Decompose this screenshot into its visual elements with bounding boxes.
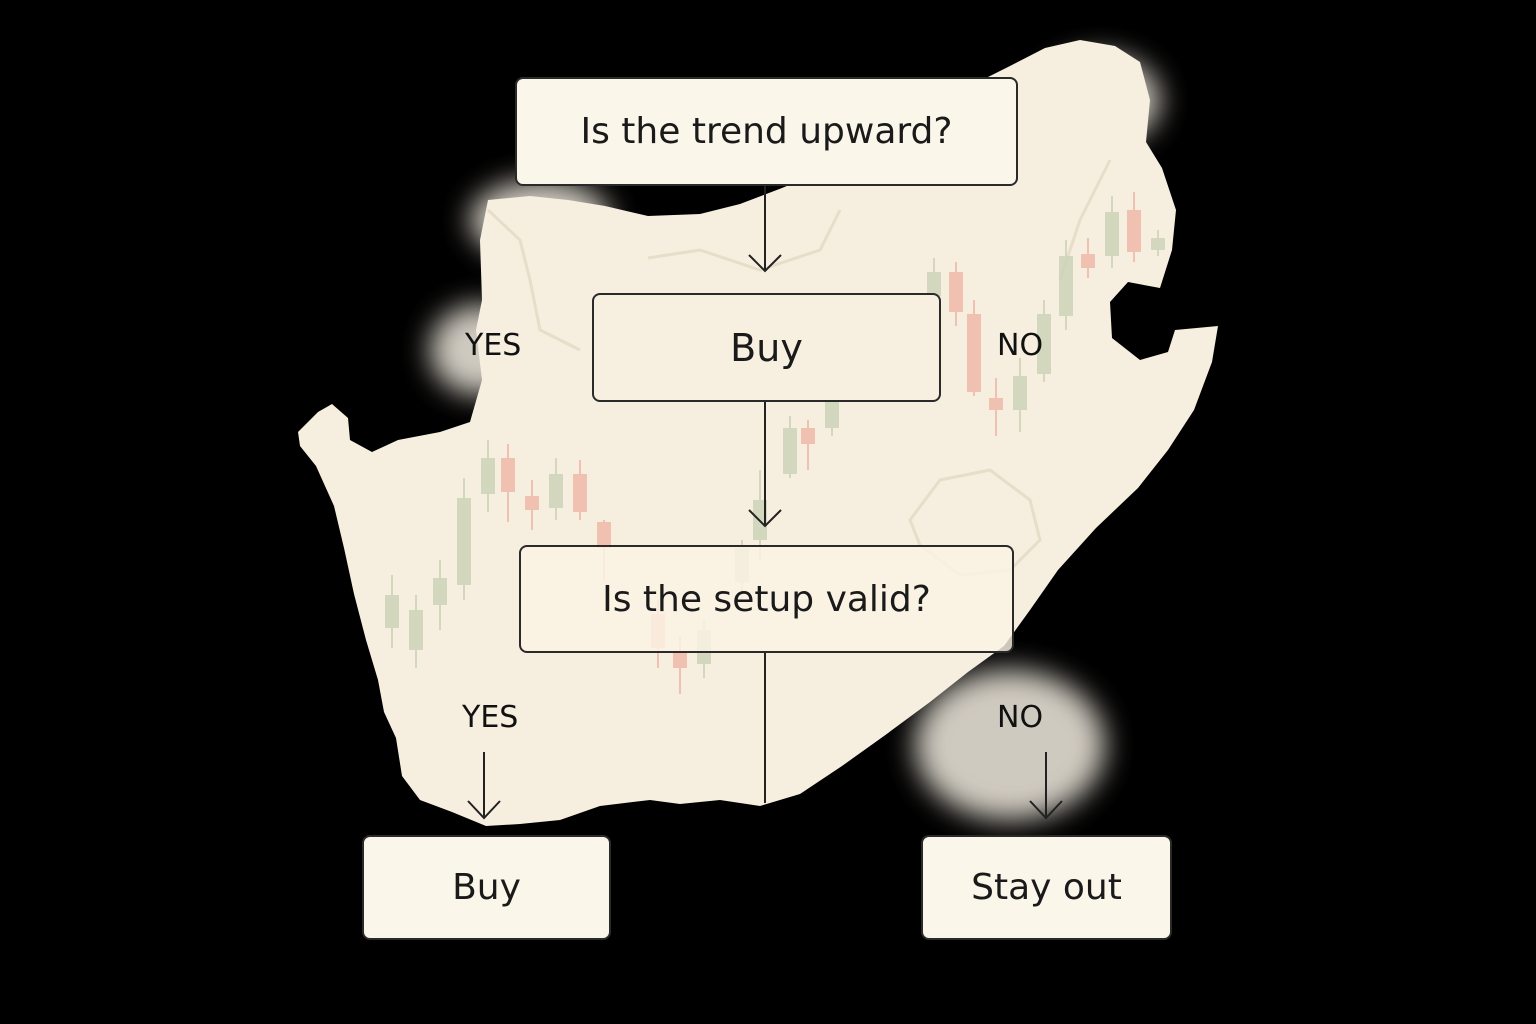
decision-trend-upward-text: Is the trend upward? <box>580 111 953 152</box>
candle-body <box>989 398 1003 410</box>
candle-body <box>385 595 399 628</box>
candle-body <box>1151 238 1165 250</box>
action-buy-top-text: Buy <box>730 325 803 370</box>
action-stay-out-text: Stay out <box>971 867 1122 908</box>
branch-label-no-1: NO <box>997 328 1044 363</box>
candle-body <box>1059 256 1073 316</box>
candle-body <box>801 428 815 444</box>
candle-body <box>673 652 687 668</box>
candlestick-backdrop <box>385 192 1165 694</box>
action-buy-bottom: Buy <box>362 835 611 940</box>
candle-body <box>1013 376 1027 410</box>
decision-setup-valid: Is the setup valid? <box>519 545 1014 653</box>
candle-body <box>549 474 563 508</box>
decision-trend-upward: Is the trend upward? <box>515 77 1018 186</box>
candle-body <box>573 474 587 512</box>
arrowhead-buy-to-q2 <box>748 509 782 528</box>
arrowhead-q1-to-buy <box>748 254 782 273</box>
action-buy-bottom-text: Buy <box>452 867 521 908</box>
connectors <box>467 186 1063 820</box>
action-stay-out: Stay out <box>921 835 1172 940</box>
candle-body <box>409 610 423 650</box>
candle-body <box>525 496 539 510</box>
candle-body <box>967 314 981 392</box>
candle-body <box>457 498 471 585</box>
candle-body <box>501 458 515 492</box>
candle-body <box>597 522 611 548</box>
branch-label-no-2: NO <box>997 700 1044 735</box>
candle-body <box>949 272 963 312</box>
candle-body <box>1081 254 1095 268</box>
candle-body <box>927 272 941 296</box>
action-buy-top: Buy <box>592 293 941 402</box>
decision-setup-valid-text: Is the setup valid? <box>602 578 931 620</box>
candle-body <box>481 458 495 494</box>
arrowhead-yes-to-buy <box>467 800 501 820</box>
candle-body <box>1127 210 1141 252</box>
candle-body <box>783 428 797 474</box>
candle-body <box>433 578 447 605</box>
branch-label-yes-1: YES <box>465 328 522 363</box>
branch-label-yes-2: YES <box>462 700 519 735</box>
candle-body <box>1037 314 1051 374</box>
candle-body <box>1105 212 1119 256</box>
arrowhead-no-to-stay <box>1029 800 1063 820</box>
